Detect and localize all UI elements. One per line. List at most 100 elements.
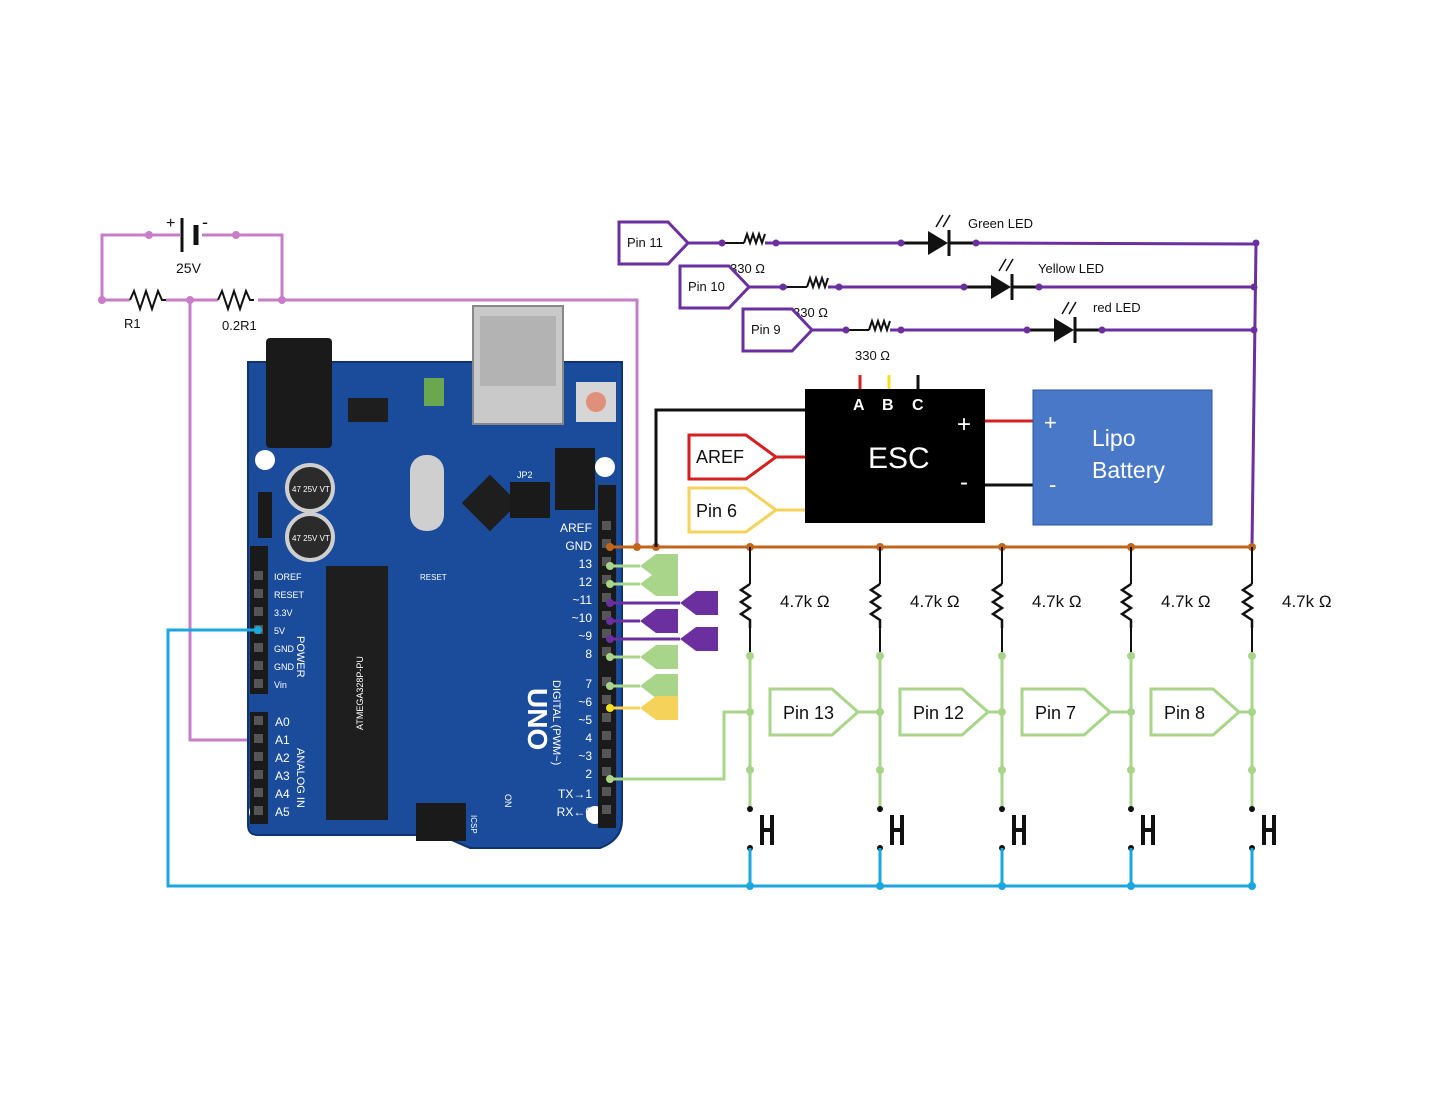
ground-node <box>1127 882 1135 890</box>
header-socket <box>602 713 611 722</box>
led-node <box>1035 283 1043 291</box>
header-socket <box>254 788 263 797</box>
resistor-r1 <box>129 287 166 313</box>
led-node <box>835 283 843 291</box>
top-header <box>555 448 595 510</box>
tag-nodes <box>606 562 614 712</box>
signal-node <box>876 652 884 660</box>
header-socket <box>254 752 263 761</box>
analog-pin-label: A1 <box>275 733 290 747</box>
gnd-node <box>606 543 614 551</box>
pullup-resistor <box>738 582 753 628</box>
pullup-resistor <box>868 582 883 628</box>
signal-node <box>998 708 1006 716</box>
signal-node <box>1127 652 1135 660</box>
power-pin-label: 5V <box>274 626 285 636</box>
power-pin-label: 3.3V <box>274 608 293 618</box>
button-pin-label: Pin 7 <box>1035 703 1076 723</box>
digital-pin-label: ~5 <box>578 713 592 727</box>
esc-minus: - <box>960 469 968 496</box>
led-name-label: Yellow LED <box>1038 261 1104 276</box>
lipo-battery <box>1032 389 1213 526</box>
header-socket <box>602 521 611 530</box>
pushbutton-icon <box>1262 815 1276 845</box>
blue-bus <box>166 628 1252 888</box>
header-pin-tags <box>606 554 718 720</box>
header-socket <box>602 629 611 638</box>
power-pin-label: RESET <box>274 590 305 600</box>
digital-pin-label: 8 <box>585 647 592 661</box>
header-socket <box>254 734 263 743</box>
led-node <box>718 239 726 247</box>
mount-hole <box>595 457 615 477</box>
esc-block <box>805 389 985 523</box>
header-socket <box>254 607 263 616</box>
pin11-tag <box>680 591 718 615</box>
pullup-resistor <box>1240 582 1255 628</box>
led-pin-label: Pin 11 <box>627 235 663 250</box>
signal-node <box>1248 766 1256 774</box>
digital-pin-label: 4 <box>585 731 592 745</box>
esc-c: C <box>912 397 924 414</box>
button-pin-tag <box>1020 687 1113 737</box>
header-socket <box>602 767 611 776</box>
pin2-wire <box>610 710 750 781</box>
led-resistor <box>868 317 891 334</box>
atmega-chip <box>326 566 388 820</box>
button-pin-tag <box>898 687 991 737</box>
battery-minus: - <box>1049 472 1056 497</box>
led-resistor-label: 330 Ω <box>730 261 765 276</box>
arduino-board: 47 25V VT 47 25V VT ATMEGA328P-PU UNO DI… <box>247 305 623 849</box>
digital-pin-label: RX←0 <box>557 805 593 819</box>
signal-node <box>746 708 754 716</box>
reset-header <box>258 492 272 538</box>
divider-wire <box>100 233 149 302</box>
pin7-tag <box>640 674 678 698</box>
led-row: Pin 10 330 Ω Yellow LED <box>678 258 1258 320</box>
led-diode <box>928 231 948 255</box>
divider-wire <box>188 300 258 742</box>
led-resistor-label: 330 Ω <box>793 305 828 320</box>
battery-symbol <box>180 218 199 252</box>
led-node <box>779 283 787 291</box>
digital-label: DIGITAL (PWM~) <box>550 680 562 765</box>
led-node <box>772 239 780 247</box>
r2-label: 0.2R1 <box>222 318 257 333</box>
pushbutton-icon <box>1141 815 1155 845</box>
header-socket <box>602 677 611 686</box>
dc-jack <box>266 338 332 448</box>
header-socket <box>254 806 263 815</box>
ground-node <box>1248 882 1256 890</box>
esc-a: A <box>853 397 865 414</box>
led-node <box>1250 326 1258 334</box>
signal-node <box>876 766 884 774</box>
switch-contact <box>1249 806 1255 812</box>
header-socket <box>602 557 611 566</box>
source-minus: - <box>202 212 208 232</box>
digital-pin-label: 13 <box>579 557 593 571</box>
led-node <box>897 239 905 247</box>
switch-contact <box>877 806 883 812</box>
aref-tag <box>687 433 779 481</box>
usb-inner <box>480 316 556 386</box>
chip-label: ATMEGA328P-PU <box>355 656 365 730</box>
digital-pin-label: GND <box>565 539 592 553</box>
pin12-tag <box>640 572 678 596</box>
capacitor <box>285 512 335 562</box>
pin6-tag <box>640 696 678 720</box>
button-pin-label: Pin 13 <box>783 703 834 723</box>
power-pin-label: Vin <box>274 680 287 690</box>
voltage-divider <box>100 233 639 742</box>
header-socket <box>602 593 611 602</box>
jp2-label: JP2 <box>517 470 533 480</box>
led-pin-tag <box>678 264 752 310</box>
led-name-label: Green LED <box>968 216 1033 231</box>
pullup-resistor <box>990 582 1005 628</box>
led-pin-label: Pin 10 <box>688 279 725 294</box>
ground-node <box>746 882 754 890</box>
pushbutton-icon <box>760 815 774 845</box>
led-diode <box>1054 318 1074 342</box>
resistor-r2 <box>217 287 254 313</box>
